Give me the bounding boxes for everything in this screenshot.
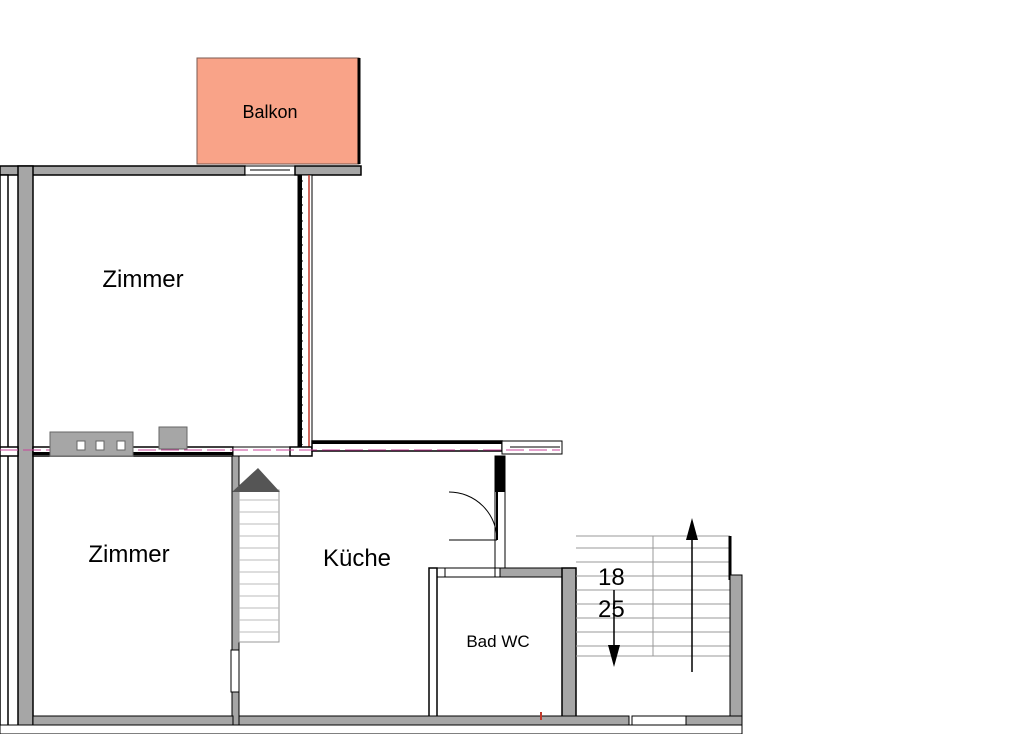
- bad-wc-label: Bad WC: [466, 632, 529, 651]
- bottom-wall: [0, 712, 743, 734]
- balcony: Balkon: [196, 57, 361, 165]
- bathroom: Bad WC: [428, 455, 577, 719]
- top-wall: [0, 165, 362, 176]
- stair-riser-label: 25: [598, 596, 625, 623]
- stairwell: 18 25: [576, 518, 743, 731]
- zimmer-bottom-label: Zimmer: [88, 541, 169, 568]
- stair-steps-label: 18: [598, 564, 625, 591]
- inner-stair: [230, 455, 280, 727]
- partition-vertical: [297, 174, 313, 448]
- kueche-label: Küche: [323, 545, 391, 572]
- kitchen-fixtures: [49, 426, 188, 457]
- zimmer-top-label: Zimmer: [102, 266, 183, 293]
- balkon-label: Balkon: [242, 102, 297, 122]
